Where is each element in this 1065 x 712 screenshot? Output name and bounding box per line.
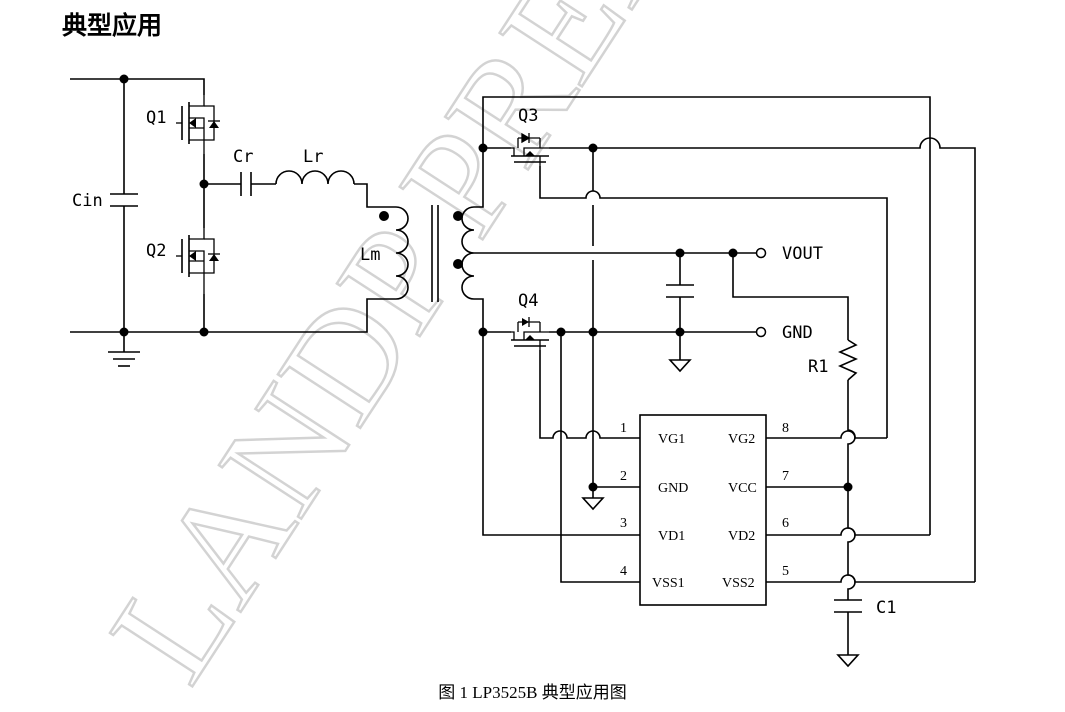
pin-7-number: 7 (782, 469, 789, 484)
label-lr: Lr (303, 147, 323, 167)
mosfet-q1 (176, 95, 220, 154)
pin-3-name: VD1 (658, 529, 685, 544)
pin-4-number: 4 (620, 564, 627, 579)
label-q1: Q1 (146, 108, 166, 128)
label-q4: Q4 (518, 291, 538, 311)
ground-symbol-input (108, 351, 140, 367)
mosfet-q3 (511, 132, 549, 166)
label-cin: Cin (72, 191, 103, 211)
label-cr: Cr (233, 147, 253, 167)
resonant-tank (204, 170, 475, 333)
resistor-r1 (838, 339, 858, 381)
section-heading: 典型应用 (62, 11, 163, 40)
vout-terminal (755, 247, 767, 259)
watermark-text: LANDP PRELIMINARY (78, 0, 1061, 708)
pin-4-name: VSS1 (652, 576, 685, 591)
pin-7-name: VCC (728, 481, 757, 496)
label-gnd: GND (782, 323, 813, 343)
pin-3-number: 3 (620, 516, 627, 531)
label-lm: Lm (360, 245, 380, 265)
ground-symbol-ic (581, 497, 605, 511)
inductor-lm (384, 206, 409, 300)
watermark: LANDP PRELIMINARY (77, 0, 1062, 709)
label-c1: C1 (876, 598, 896, 618)
capacitor-output (666, 284, 694, 298)
mosfet-q4 (511, 317, 549, 350)
inductor-lr (275, 170, 355, 185)
label-q3: Q3 (518, 106, 538, 126)
pin-5-name: VSS2 (722, 576, 755, 591)
secondary-wiring (474, 96, 976, 655)
capacitor-cin (110, 193, 138, 207)
gnd-terminal (755, 326, 767, 338)
capacitor-cr (240, 172, 252, 196)
pin-2-number: 2 (620, 469, 627, 484)
pin-1-number: 1 (620, 421, 627, 436)
pin-1-name: VG1 (658, 432, 685, 447)
pin-6-number: 6 (782, 516, 789, 531)
label-vout: VOUT (782, 244, 823, 264)
ic-lp3525b (639, 414, 767, 606)
label-r1: R1 (808, 357, 828, 377)
pin-2-name: GND (658, 481, 688, 496)
ic-pins: 1 VG1 2 GND 3 VD1 4 VSS1 8 VG2 7 VCC 6 V… (620, 421, 789, 591)
pin-6-name: VD2 (728, 529, 755, 544)
ground-symbol-c1 (836, 654, 860, 668)
pin-8-name: VG2 (728, 432, 755, 447)
mosfet-q2 (176, 228, 220, 294)
ground-symbol-output (668, 359, 692, 373)
half-bridge (70, 74, 220, 367)
figure-caption: 图 1 LP3525B 典型应用图 (438, 683, 627, 702)
capacitor-c1 (834, 599, 862, 613)
pin-5-number: 5 (782, 564, 789, 579)
pin-8-number: 8 (782, 421, 789, 436)
label-q2: Q2 (146, 241, 166, 261)
